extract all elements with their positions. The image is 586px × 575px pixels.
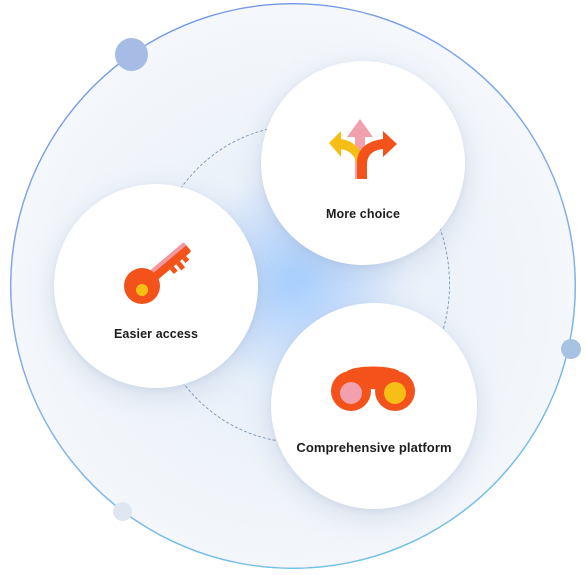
split-arrows-icon — [329, 119, 397, 179]
feature-card-more-choice: More choice — [261, 61, 465, 265]
feature-label: Easier access — [113, 327, 198, 341]
orbit-dot — [115, 38, 148, 71]
feature-card-comprehensive-platform: Comprehensive platform — [271, 303, 477, 509]
orbit-dot — [113, 502, 132, 521]
binoculars-icon — [331, 366, 415, 411]
feature-card-easier-access: Easier access — [54, 184, 258, 388]
feature-label: More choice — [325, 207, 401, 221]
key-icon — [124, 242, 191, 304]
feature-label: Comprehensive platform — [296, 440, 452, 455]
orbit-dot — [561, 339, 581, 359]
